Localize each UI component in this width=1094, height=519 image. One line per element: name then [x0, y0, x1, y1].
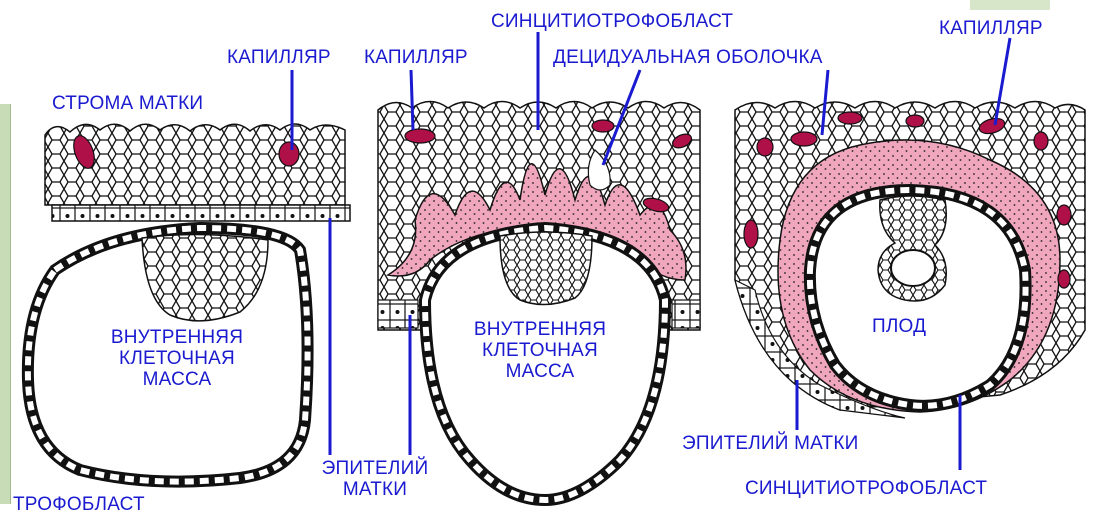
label-uterine-epithelium-2: ЭПИТЕЛИЙ МАТКИ [682, 433, 858, 454]
label-capillary-1: КАПИЛЛЯР [227, 47, 331, 68]
capillary [1058, 270, 1070, 288]
label-uterine-stroma: СТРОМА МАТКИ [52, 93, 203, 114]
label-capillary-2: КАПИЛЛЯР [364, 47, 468, 68]
capillary [1057, 205, 1071, 225]
capillary [592, 120, 614, 132]
capillary [744, 220, 758, 248]
capillary [757, 138, 773, 156]
label-inner-cell-mass-1: ВНУТРЕННЯЯ КЛЕТОЧНАЯ МАССА [92, 327, 262, 390]
panel-3-implanted [735, 102, 1085, 419]
label-capillary-3: КАПИЛЛЯР [939, 18, 1043, 39]
label-uterine-epithelium-1: ЭПИТЕЛИЙ МАТКИ [300, 458, 450, 500]
capillary [906, 115, 924, 127]
capillary [791, 132, 817, 146]
label-decidua: ДЕЦИДУАЛЬНАЯ ОБОЛОЧКА [553, 47, 823, 68]
panel-2-inner-cell-mass [500, 232, 592, 305]
label-fetus: ПЛОД [872, 316, 926, 337]
panel-1-blastocyst [28, 124, 350, 482]
capillary [838, 112, 862, 124]
panel-2-implanting [378, 102, 700, 501]
label-inner-cell-mass-2: ВНУТРЕННЯЯ КЛЕТОЧНАЯ МАССА [455, 319, 625, 382]
panel-1-epithelium [52, 205, 350, 221]
capillary [1034, 132, 1048, 150]
panel-2-epithelium [672, 300, 700, 328]
capillary [405, 129, 435, 143]
label-syncytiotrophoblast-top: СИНЦИТИОТРОФОБЛАСТ [491, 11, 733, 32]
capillary [279, 142, 299, 166]
label-syncytiotrophoblast-bottom: СИНЦИТИОТРОФОБЛАСТ [745, 478, 987, 499]
panel-2-epithelium [378, 300, 418, 328]
label-trophoblast: ТРОФОБЛАСТ [13, 494, 145, 515]
